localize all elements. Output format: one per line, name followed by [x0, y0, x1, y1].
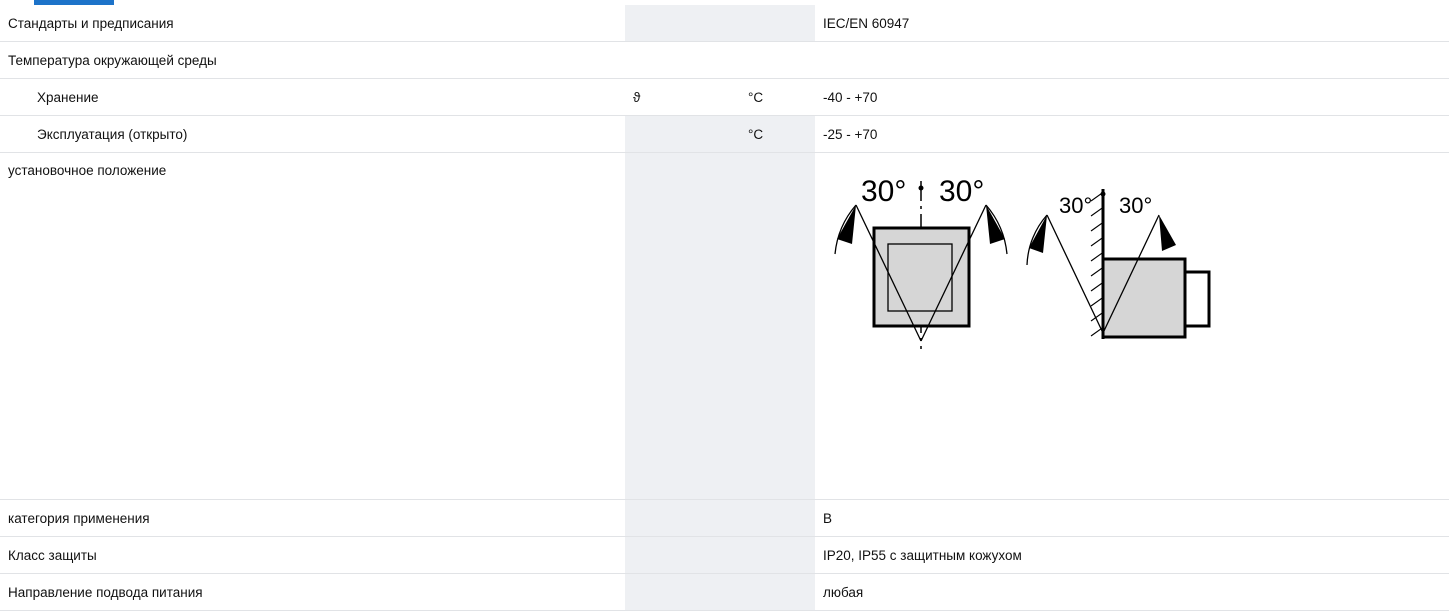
section-accent-bar: [34, 0, 114, 5]
row-symbol: [625, 41, 740, 79]
row-unit: [740, 499, 815, 537]
row-symbol: [625, 536, 740, 574]
mounting-position-diagram: 30° 30°: [834, 175, 1211, 349]
row-symbol: [625, 573, 740, 611]
row-unit: [740, 5, 815, 42]
row-value: -25 - +70: [815, 115, 1449, 153]
row-unit: °C: [740, 115, 815, 153]
row-label: Класс защиты: [0, 536, 625, 574]
row-unit: [740, 152, 815, 500]
row-label: установочное положение: [0, 152, 625, 500]
table-row: категория применения B: [0, 499, 1449, 537]
table-row: Хранение ϑ °C -40 - +70: [0, 78, 1449, 116]
row-symbol: [625, 5, 740, 42]
row-value: [815, 41, 1449, 79]
table-row: Класс защиты IP20, IP55 с защитным кожух…: [0, 536, 1449, 574]
row-unit: [740, 41, 815, 79]
side-left-angle-label: 30°: [1059, 193, 1092, 218]
row-label: Эксплуатация (открыто): [0, 115, 625, 153]
table-row: установочное положение: [0, 152, 1449, 500]
table-row: Направление подвода питания любая: [0, 573, 1449, 611]
row-unit: [740, 536, 815, 574]
row-value: B: [815, 499, 1449, 537]
row-label: Стандарты и предписания: [0, 5, 625, 42]
row-unit: [740, 573, 815, 611]
row-label: Направление подвода питания: [0, 573, 625, 611]
row-symbol: [625, 152, 740, 500]
row-unit: °C: [740, 78, 815, 116]
specification-table: Стандарты и предписания IEC/EN 60947 Тем…: [0, 5, 1449, 611]
table-row: Температура окружающей среды: [0, 41, 1449, 79]
side-right-angle-label: 30°: [1119, 193, 1152, 218]
row-symbol: [625, 499, 740, 537]
front-left-angle-label: 30°: [861, 175, 906, 208]
row-symbol: [625, 115, 740, 153]
table-row: Эксплуатация (открыто) °C -25 - +70: [0, 115, 1449, 153]
row-label: категория применения: [0, 499, 625, 537]
row-value: IEC/EN 60947: [815, 5, 1449, 42]
row-label: Хранение: [0, 78, 625, 116]
front-right-angle-label: 30°: [939, 175, 984, 208]
row-value: любая: [815, 573, 1449, 611]
row-value: IP20, IP55 с защитным кожухом: [815, 536, 1449, 574]
table-row: Стандарты и предписания IEC/EN 60947: [0, 5, 1449, 42]
mounting-position-cell: 30° 30°: [815, 152, 1449, 500]
row-value: -40 - +70: [815, 78, 1449, 116]
row-label: Температура окружающей среды: [0, 41, 625, 79]
row-symbol: ϑ: [625, 78, 740, 116]
